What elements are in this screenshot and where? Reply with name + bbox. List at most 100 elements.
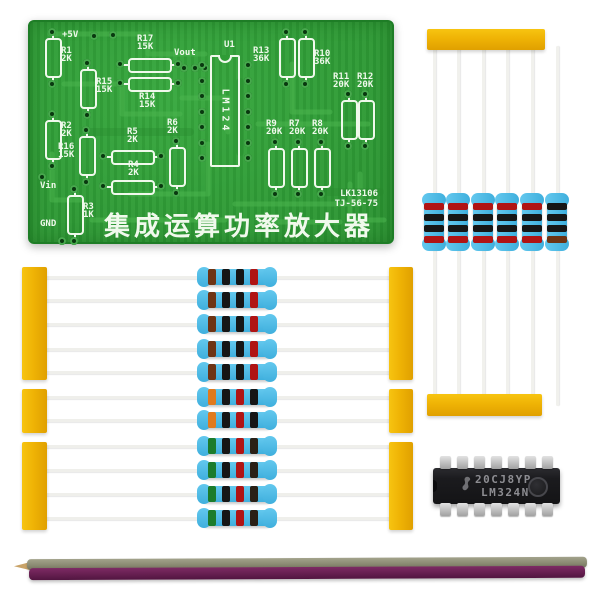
pcb-resistor-label: R17 15K [137,34,154,52]
pcb-net-label: U1 [224,40,235,50]
resistor-body [197,436,277,456]
pcb-resistor-outline [123,77,177,92]
pcb-resistor-label: R7 20K [289,119,306,137]
solder-pad [201,64,209,72]
solder-pad [48,110,56,118]
resistor-body [197,410,277,430]
resistor-color-band [236,462,244,478]
pcb-resistor-outline [45,33,62,83]
solder-pad [48,80,56,88]
pcb-ic-outline: LM124 [210,55,240,167]
solder-pad [282,28,290,36]
resistor-color-band [497,225,517,232]
solder-pad [83,111,91,119]
chip-marking-line2: LM324N [481,486,530,499]
resistor-color-band [208,412,216,428]
chip-pin [457,503,468,516]
resistor-color-band [222,510,230,526]
pcb-ic-notch [218,55,232,63]
pcb-resistor-outline [341,95,358,145]
resistor-color-band [236,269,244,285]
resistor-body [471,193,495,251]
solder-pad [83,59,91,67]
resistor-color-band [522,203,542,210]
solder-pad [244,76,252,85]
resistor-color-band [547,203,567,210]
resistor-color-band [424,225,444,232]
solder-pad [317,138,325,146]
solder-pad [244,92,252,100]
solder-pad [174,79,182,87]
solder-pad [90,32,98,40]
hookup-wire [13,555,588,584]
resistor-body [495,193,519,251]
resistor-body [197,460,277,480]
pcb-ic-part-label: LM124 [219,88,231,134]
pcb-resistor-outline [106,180,160,195]
solder-pad [82,178,90,186]
resistor-color-band [448,203,468,210]
solder-pad [116,79,124,87]
pcb-resistor-label: R16 15K [58,142,75,160]
resistor-color-band [497,214,517,221]
solder-pad [58,237,66,245]
chip-pin [508,503,519,516]
resistor-color-band [473,214,493,221]
resistor-color-band [497,203,517,210]
resistor-color-band [222,341,230,357]
solder-pad [271,190,279,198]
resistor-color-band [208,292,216,308]
solder-pad [361,142,369,150]
tape-strip [22,267,47,380]
resistor-color-band [424,236,444,243]
pcb-resistor-label: R9 20K [266,119,283,137]
pcb-resistor-label: R1 2K [61,46,72,64]
resistor-body [197,387,277,407]
solder-pad [180,64,188,72]
resistor-color-band [250,389,258,405]
solder-pad [48,28,56,36]
resistor-color-band [236,292,244,308]
resistor-body [446,193,470,251]
solder-pad [301,80,309,88]
pcb-resistor-outline [279,33,296,83]
pcb-batch-code: LK13106 TJ-56-75 [334,189,378,209]
resistor-body [422,193,446,251]
resistor-color-band [222,364,230,380]
resistor-color-band [208,364,216,380]
pcb-net-label: Vin [40,181,57,191]
resistor-body [197,290,277,310]
pcb-resistor-outline [80,64,97,114]
resistor-body [197,267,277,287]
resistor-color-band [547,225,567,232]
pcb-resistor-label: R13 36K [253,46,270,64]
ic-chip-lm324n: 20CJ8YP LM324N [433,456,560,516]
resistor-color-band [522,236,542,243]
chip-pin [542,503,553,516]
resistor-color-band [208,462,216,478]
pcb-resistor-label: R10 36K [314,49,331,67]
solder-pad [70,237,78,245]
resistor-color-band [222,412,230,428]
resistor-color-band [222,269,230,285]
chip-marking-line1: 20CJ8YP [475,473,532,486]
solder-pad [198,92,206,100]
tape-strip [389,267,413,380]
solder-pad [82,126,90,134]
solder-pad [317,190,325,198]
resistor-color-band [473,236,493,243]
solder-pad [172,137,180,145]
pcb-resistor-outline [314,143,331,193]
solder-pad [70,185,78,193]
pcb-traces [47,31,387,225]
resistor-color-band [236,412,244,428]
chip-pin [440,503,451,516]
tape-strip [22,389,47,433]
resistor-color-band [424,203,444,210]
resistor-body [197,508,277,528]
resistor-color-band [236,341,244,357]
resistor-color-band [250,510,258,526]
resistor-color-band [208,316,216,332]
pcb-resistor-outline [268,143,285,193]
